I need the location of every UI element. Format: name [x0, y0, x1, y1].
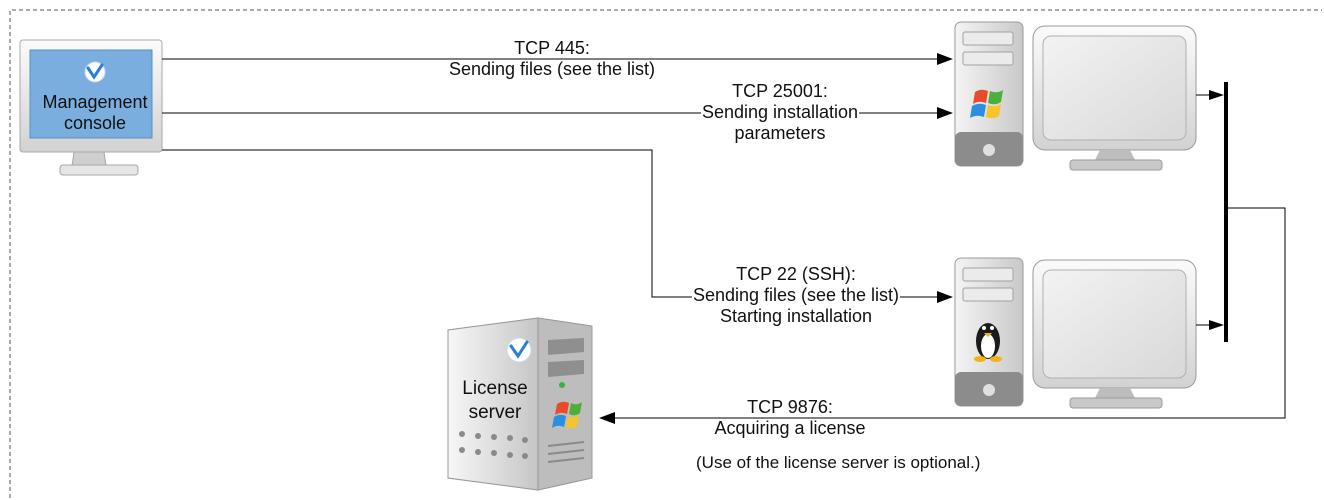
network-bus-bar: [1224, 82, 1228, 342]
tcp25001-description-cont: parameters: [734, 123, 826, 143]
windows-logo-icon: [552, 401, 582, 429]
acronis-logo-icon: [84, 61, 106, 83]
tcp25001-port: TCP 25001:: [732, 81, 828, 101]
windows-bus-arrowhead: [1209, 90, 1224, 100]
tcp25001-description: Sending installation: [700, 102, 860, 122]
management-console-label: Management console: [28, 92, 162, 134]
tcp9876-port: TCP 9876:: [746, 397, 834, 417]
tcp445-port: TCP 445:: [514, 38, 590, 58]
windows-machine: [954, 21, 1197, 171]
linux-tux-icon: [974, 323, 1002, 362]
tcp9876-label: TCP 9876: Acquiring a license: [690, 397, 890, 439]
license-server-label: License server: [450, 377, 540, 425]
tcp22-description: Sending files (see the list): [691, 285, 901, 305]
tcp9876-connector: [614, 207, 1286, 419]
tcp22-description-cont: Starting installation: [719, 306, 873, 326]
license-label-line2: server: [468, 402, 522, 423]
tcp445-arrowhead: [937, 53, 953, 65]
tcp22-label: TCP 22 (SSH): Sending files (see the lis…: [668, 264, 924, 327]
tcp9876-description: Acquiring a license: [714, 418, 866, 438]
tcp25001-label: TCP 25001: Sending installation paramete…: [680, 81, 880, 144]
license-server-tower: [447, 317, 593, 491]
license-label-line1: License: [462, 378, 528, 399]
license-server-optional-note: (Use of the license server is optional.): [696, 453, 981, 472]
tcp22-port: TCP 22 (SSH):: [736, 264, 856, 284]
tcp445-description: Sending files (see the list): [448, 59, 656, 79]
windows-logo-icon: [970, 89, 1003, 119]
tcp9876-arrowhead: [599, 412, 615, 424]
linux-bus-arrowhead: [1209, 320, 1224, 330]
acronis-logo-icon: [506, 337, 532, 363]
linux-machine: [954, 257, 1197, 409]
dashed-frame-border: [9, 9, 1322, 498]
tcp22-arrowhead: [937, 291, 953, 303]
tcp25001-arrowhead: [937, 107, 953, 119]
console-label-line2: console: [63, 113, 127, 133]
tcp445-label: TCP 445: Sending files (see the list): [427, 38, 677, 80]
console-label-line1: Management: [42, 92, 148, 112]
